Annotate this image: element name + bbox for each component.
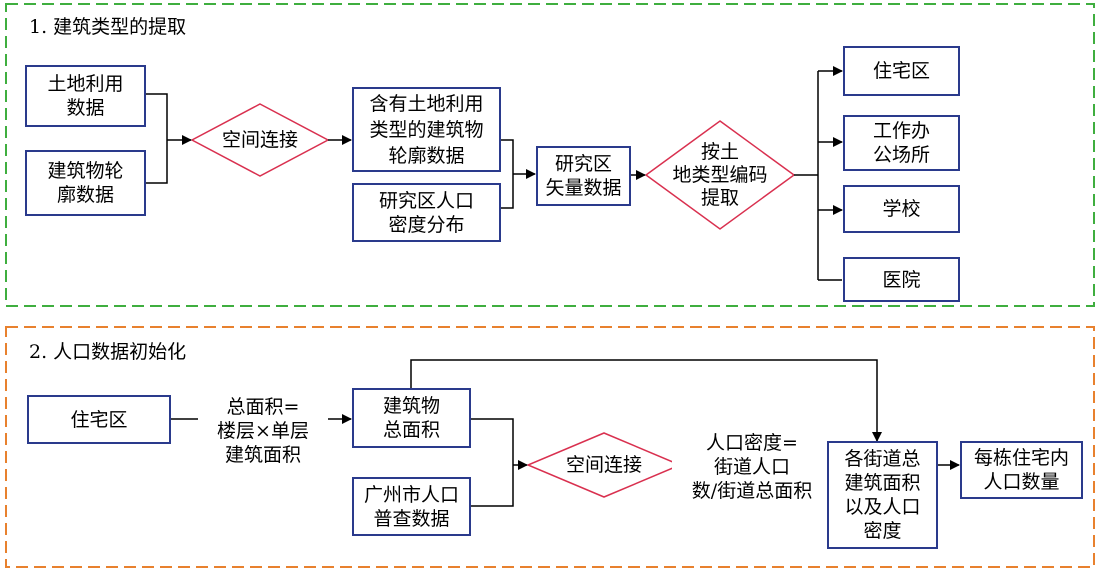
per-building-population-box: 每栋住宅内 人口数量 <box>960 441 1083 499</box>
s2-residential-label: 住宅区 <box>70 408 128 431</box>
census-data-box: 广州市人口 普查数据 <box>352 477 471 536</box>
office-box: 工作办 公场所 <box>843 115 960 171</box>
connector-merge-to-s2-join <box>470 418 514 507</box>
extract-label-wrap: 按土 地类型编码 提取 <box>660 137 780 213</box>
residential-label: 住宅区 <box>872 60 930 82</box>
s1-extract-diamond <box>644 120 796 230</box>
section2-title: 2. 人口数据初始化 <box>29 341 187 363</box>
building-with-land-type-box: 含有土地利用 类型的建筑物 轮廓数据 <box>352 87 501 172</box>
residential-box: 住宅区 <box>843 46 960 96</box>
land-use-data-box: 土地利用 数据 <box>25 65 146 127</box>
s2-spatial-join-diamond <box>526 432 682 498</box>
density-formula-text: 人口密度= 街道人口 数/街道总面积 <box>691 432 813 502</box>
extract-by-code-label: 按土 地类型编码 提取 <box>672 140 768 209</box>
density-formula: 人口密度= 街道人口 数/街道总面积 <box>672 431 832 503</box>
s2-spatial-join-label-wrap: 空间连接 <box>528 433 680 497</box>
building-outline-data-box: 建筑物轮 廓数据 <box>25 150 146 216</box>
building-total-area-label: 建筑物 总面积 <box>382 395 440 441</box>
s2-residential-box: 住宅区 <box>27 395 171 444</box>
total-area-formula-text: 总面积= 楼层×单层 建筑面积 <box>217 396 309 466</box>
section2-frame <box>5 326 1095 568</box>
building-total-area-box: 建筑物 总面积 <box>352 388 471 448</box>
total-area-formula: 总面积= 楼层×单层 建筑面积 <box>198 395 328 467</box>
street-summary-label: 各街道总 建筑面积 以及人口 密度 <box>844 448 921 542</box>
section1-frame <box>5 3 1095 307</box>
s2-spatial-join-label: 空间连接 <box>565 453 642 476</box>
hospital-box: 医院 <box>843 257 960 302</box>
s1-spatial-join-label: 空间连接 <box>221 128 298 151</box>
school-box: 学校 <box>843 185 960 233</box>
study-area-vector-box: 研究区 矢量数据 <box>536 146 631 206</box>
s1-spatial-join-diamond <box>190 103 330 177</box>
street-summary-box: 各街道总 建筑面积 以及人口 密度 <box>827 441 938 549</box>
arrow-building-area-bypass <box>410 359 882 442</box>
building-outline-data-label: 建筑物轮 廓数据 <box>47 160 124 206</box>
section1-title: 1. 建筑类型的提取 <box>29 16 187 38</box>
hospital-label: 医院 <box>882 268 921 291</box>
school-label: 学校 <box>882 198 921 220</box>
connector-land-use-to-bracket <box>145 93 168 184</box>
s1-connectors <box>145 66 843 281</box>
per-building-population-label: 每栋住宅内 人口数量 <box>973 447 1069 493</box>
s1-spatial-join-label-wrap: 空间连接 <box>192 104 328 176</box>
office-label: 工作办 公场所 <box>872 120 930 166</box>
land-use-data-label: 土地利用 数据 <box>47 73 124 119</box>
study-area-population-box: 研究区人口 密度分布 <box>352 183 501 242</box>
census-data-label: 广州市人口 普查数据 <box>363 483 459 530</box>
study-area-population-label: 研究区人口 密度分布 <box>378 189 474 236</box>
building-with-land-type-label: 含有土地利用 类型的建筑物 轮廓数据 <box>369 92 484 167</box>
connector-merge-to-vector <box>500 139 514 209</box>
study-area-vector-label: 研究区 矢量数据 <box>545 153 622 199</box>
